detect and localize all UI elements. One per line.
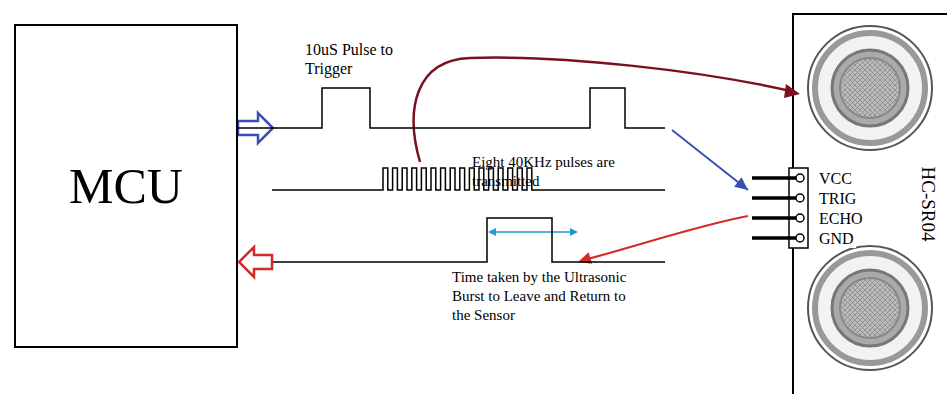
burst-arrowhead [784,84,800,98]
sensor-board [793,14,947,394]
input-arrow [239,247,272,277]
box-title: MCU [69,157,183,215]
pins [752,178,800,238]
signal-connector [239,216,748,277]
burst-arrow [414,58,795,162]
burst-note: Eight 40KHz pulses are transmitted [472,153,657,191]
pin-name: GND [817,229,856,248]
pin-name: TRIG [817,189,858,208]
arrowhead [734,177,748,190]
duration-arrow [488,228,578,236]
mcu-box: MCU [14,24,238,348]
signal-connector [238,88,748,190]
module-name: HC-SR04 [917,167,939,242]
trigger-note: 10uS Pulse to Trigger [305,40,415,78]
echo-note: Time taken by the Ultrasonic Burst to Le… [452,268,632,325]
pin-name: VCC [817,169,854,188]
burst-waveform [272,168,665,190]
pin-header [789,168,808,248]
transducer-top [808,26,932,150]
pin-name: ECHO [817,209,865,228]
transducer-bottom [808,246,932,370]
